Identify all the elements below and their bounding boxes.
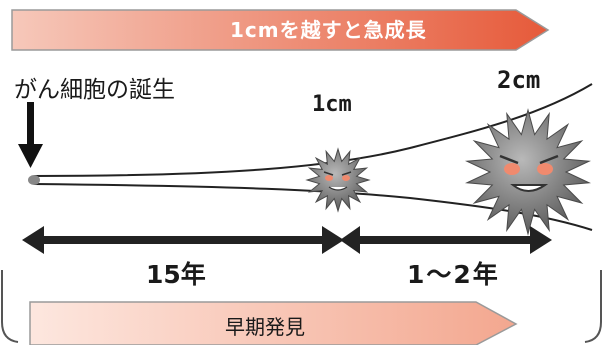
small-cancer-cell-icon [305,147,371,213]
size-large-label: 2cm [497,66,541,94]
bottom-banner-arrow [29,301,518,346]
timeline-arrow-one [22,226,344,254]
period-one-label: 15年 [146,260,206,289]
bottom-banner-text: 早期発見 [225,315,305,339]
large-cancer-cell-icon [464,108,592,236]
frame-corner-left [0,270,19,343]
timeline-arrow-two [340,226,552,254]
down-arrow-icon [18,102,43,168]
size-small-label: 1cm [312,92,352,117]
frame-corner-right [584,270,602,343]
growth-curve-lower [33,183,593,231]
origin-cell-dot [28,175,40,185]
period-two-label: 1～2年 [407,260,500,289]
cell-birth-label: がん細胞の誕生 [14,77,175,103]
top-banner-arrow [11,9,550,51]
top-banner-text: 1cmを越すと急成長 [230,18,427,42]
